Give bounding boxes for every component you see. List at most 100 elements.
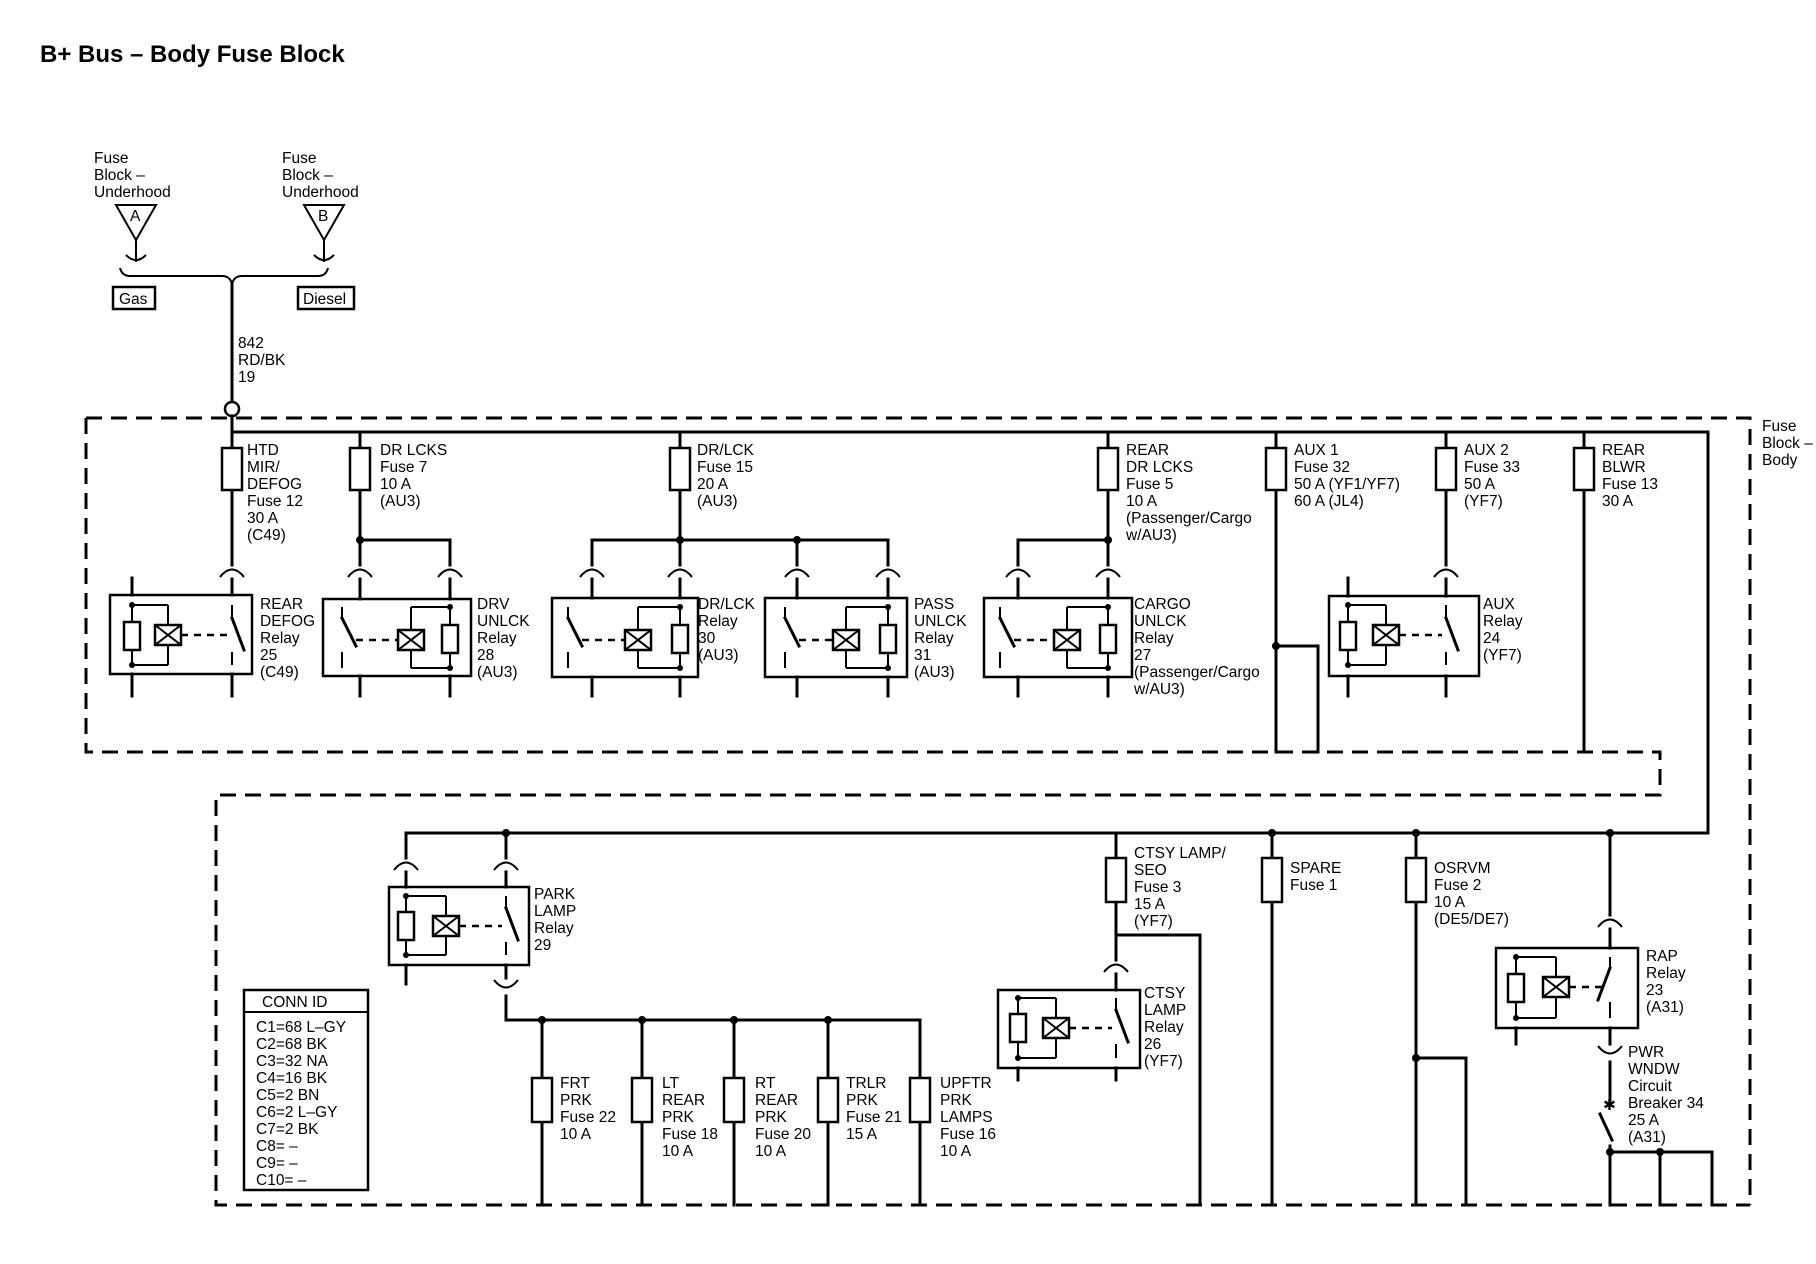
diesel-tag <box>296 285 356 311</box>
svg-text:Breaker 34: Breaker 34 <box>1628 1095 1704 1112</box>
fuse-7 <box>348 430 452 567</box>
svg-text:842: 842 <box>238 335 264 352</box>
svg-text:C2=68 BK: C2=68 BK <box>256 1036 328 1053</box>
fuse-20-label: RT REAR PRK Fuse 20 10 A <box>755 1075 811 1160</box>
svg-text:Relay: Relay <box>260 630 300 647</box>
svg-text:(C49): (C49) <box>247 527 286 544</box>
svg-text:C10= –: C10= – <box>256 1172 307 1189</box>
relay-27-label: CARGO UNLCK Relay 27 (Passenger/Cargo w/… <box>1133 596 1260 698</box>
svg-text:Fuse 33: Fuse 33 <box>1464 459 1520 476</box>
svg-text:DEFOG: DEFOG <box>260 613 315 630</box>
splice-icon <box>223 400 241 418</box>
circuit-breaker-34: ✱ <box>1598 1060 1714 1207</box>
svg-text:20 A: 20 A <box>697 476 729 493</box>
svg-text:10 A: 10 A <box>1434 894 1466 911</box>
svg-text:REAR: REAR <box>260 596 303 613</box>
lower-bus <box>404 829 1710 860</box>
svg-text:REAR: REAR <box>1602 442 1645 459</box>
diagram-title: B+ Bus – Body Fuse Block <box>40 41 345 68</box>
svg-text:RAP: RAP <box>1646 948 1678 965</box>
svg-text:UNLCK: UNLCK <box>914 613 967 630</box>
svg-text:10 A: 10 A <box>662 1143 694 1160</box>
svg-text:A: A <box>130 208 141 225</box>
svg-text:OSRVM: OSRVM <box>1434 860 1491 877</box>
svg-text:Fuse: Fuse <box>1762 418 1796 435</box>
svg-text:15 A: 15 A <box>1134 896 1166 913</box>
svg-text:29: 29 <box>534 937 551 954</box>
svg-text:C1=68 L–GY: C1=68 L–GY <box>256 1019 346 1036</box>
svg-text:Fuse 7: Fuse 7 <box>380 459 427 476</box>
svg-text:PASS: PASS <box>914 596 954 613</box>
svg-text:(C49): (C49) <box>260 664 299 681</box>
fuse-13 <box>1572 430 1596 754</box>
svg-text:DR LCKS: DR LCKS <box>1126 459 1193 476</box>
svg-text:24: 24 <box>1483 630 1501 647</box>
svg-text:(A31): (A31) <box>1646 999 1684 1016</box>
relay-25-label: REAR DEFOG Relay 25 (C49) <box>260 596 315 681</box>
svg-text:Fuse 1: Fuse 1 <box>1290 877 1337 894</box>
svg-text:Fuse 20: Fuse 20 <box>755 1126 811 1143</box>
fuse-18-label: LT REAR PRK Fuse 18 10 A <box>662 1075 718 1160</box>
relay-31-label: PASS UNLCK Relay 31 (AU3) <box>914 596 967 681</box>
park-fuse-bus <box>504 1016 922 1024</box>
svg-text:Block –: Block – <box>1762 435 1813 452</box>
fuse-32 <box>1264 430 1320 754</box>
svg-text:REAR: REAR <box>1126 442 1169 459</box>
svg-text:DRV: DRV <box>477 596 510 613</box>
svg-text:Relay: Relay <box>1483 613 1523 630</box>
svg-text:10 A: 10 A <box>1126 493 1158 510</box>
svg-text:Underhood: Underhood <box>94 184 171 201</box>
svg-text:Fuse 32: Fuse 32 <box>1294 459 1350 476</box>
fuse-16 <box>908 1018 932 1207</box>
fuse-3 <box>1104 831 1202 1207</box>
svg-text:10 A: 10 A <box>560 1126 592 1143</box>
svg-text:PRK: PRK <box>846 1092 879 1109</box>
svg-text:LAMPS: LAMPS <box>940 1109 993 1126</box>
fuse-1 <box>1260 831 1284 1207</box>
fuse-15 <box>590 430 890 567</box>
svg-text:Fuse 12: Fuse 12 <box>247 493 303 510</box>
fuse-2 <box>1404 831 1468 1207</box>
fuse-5-label: REAR DR LCKS Fuse 5 10 A (Passenger/Carg… <box>1125 442 1252 544</box>
svg-text:SEO: SEO <box>1134 862 1167 879</box>
svg-text:CTSY: CTSY <box>1144 985 1185 1002</box>
relay-29-label: PARK LAMP Relay 29 <box>534 886 576 954</box>
svg-text:30: 30 <box>698 630 716 647</box>
fuse-21-label: TRLR PRK Fuse 21 15 A <box>846 1075 902 1143</box>
svg-text:Block –: Block – <box>282 167 333 184</box>
svg-text:AUX 1: AUX 1 <box>1294 442 1339 459</box>
relay-26-label: CTSY LAMP Relay 26 (YF7) <box>1144 985 1186 1070</box>
option-brace <box>119 267 329 285</box>
source-underhood: Fuse Block – Underhood Fuse Block – Unde… <box>94 150 359 418</box>
svg-text:(Passenger/Cargo: (Passenger/Cargo <box>1126 510 1252 527</box>
svg-text:C6=2 L–GY: C6=2 L–GY <box>256 1104 337 1121</box>
svg-text:Relay: Relay <box>1134 630 1174 647</box>
relay-23 <box>1494 831 1640 1055</box>
gas-tag <box>111 285 157 311</box>
svg-text:60 A (JL4): 60 A (JL4) <box>1294 493 1364 510</box>
svg-text:DR LCKS: DR LCKS <box>380 442 447 459</box>
svg-text:(YF7): (YF7) <box>1464 493 1503 510</box>
svg-text:Fuse 21: Fuse 21 <box>846 1109 902 1126</box>
conn-id-table: CONN ID C1=68 L–GY C2=68 BK C3=32 NA C4=… <box>242 988 370 1192</box>
fuse-1-label: SPARE Fuse 1 <box>1290 860 1341 894</box>
svg-text:C9= –: C9= – <box>256 1155 298 1172</box>
svg-text:50 A (YF1/YF7): 50 A (YF1/YF7) <box>1294 476 1400 493</box>
svg-text:DR/LCK: DR/LCK <box>698 596 756 613</box>
relay-24 <box>1327 568 1481 698</box>
svg-text:DR/LCK: DR/LCK <box>697 442 755 459</box>
svg-text:28: 28 <box>477 647 494 664</box>
svg-text:SPARE: SPARE <box>1290 860 1341 877</box>
conn-id-header: CONN ID <box>262 994 327 1011</box>
svg-text:15 A: 15 A <box>846 1126 878 1143</box>
svg-text:PWR: PWR <box>1628 1044 1664 1061</box>
svg-text:C7=2 BK: C7=2 BK <box>256 1121 319 1138</box>
svg-text:REAR: REAR <box>755 1092 798 1109</box>
relay-30 <box>550 568 700 698</box>
svg-text:30 A: 30 A <box>1602 493 1634 510</box>
svg-text:(AU3): (AU3) <box>477 664 517 681</box>
relay-23-label: RAP Relay 23 (A31) <box>1646 948 1686 1016</box>
svg-text:(DE5/DE7): (DE5/DE7) <box>1434 911 1509 928</box>
svg-text:PRK: PRK <box>560 1092 593 1109</box>
fuse-12 <box>220 430 244 567</box>
